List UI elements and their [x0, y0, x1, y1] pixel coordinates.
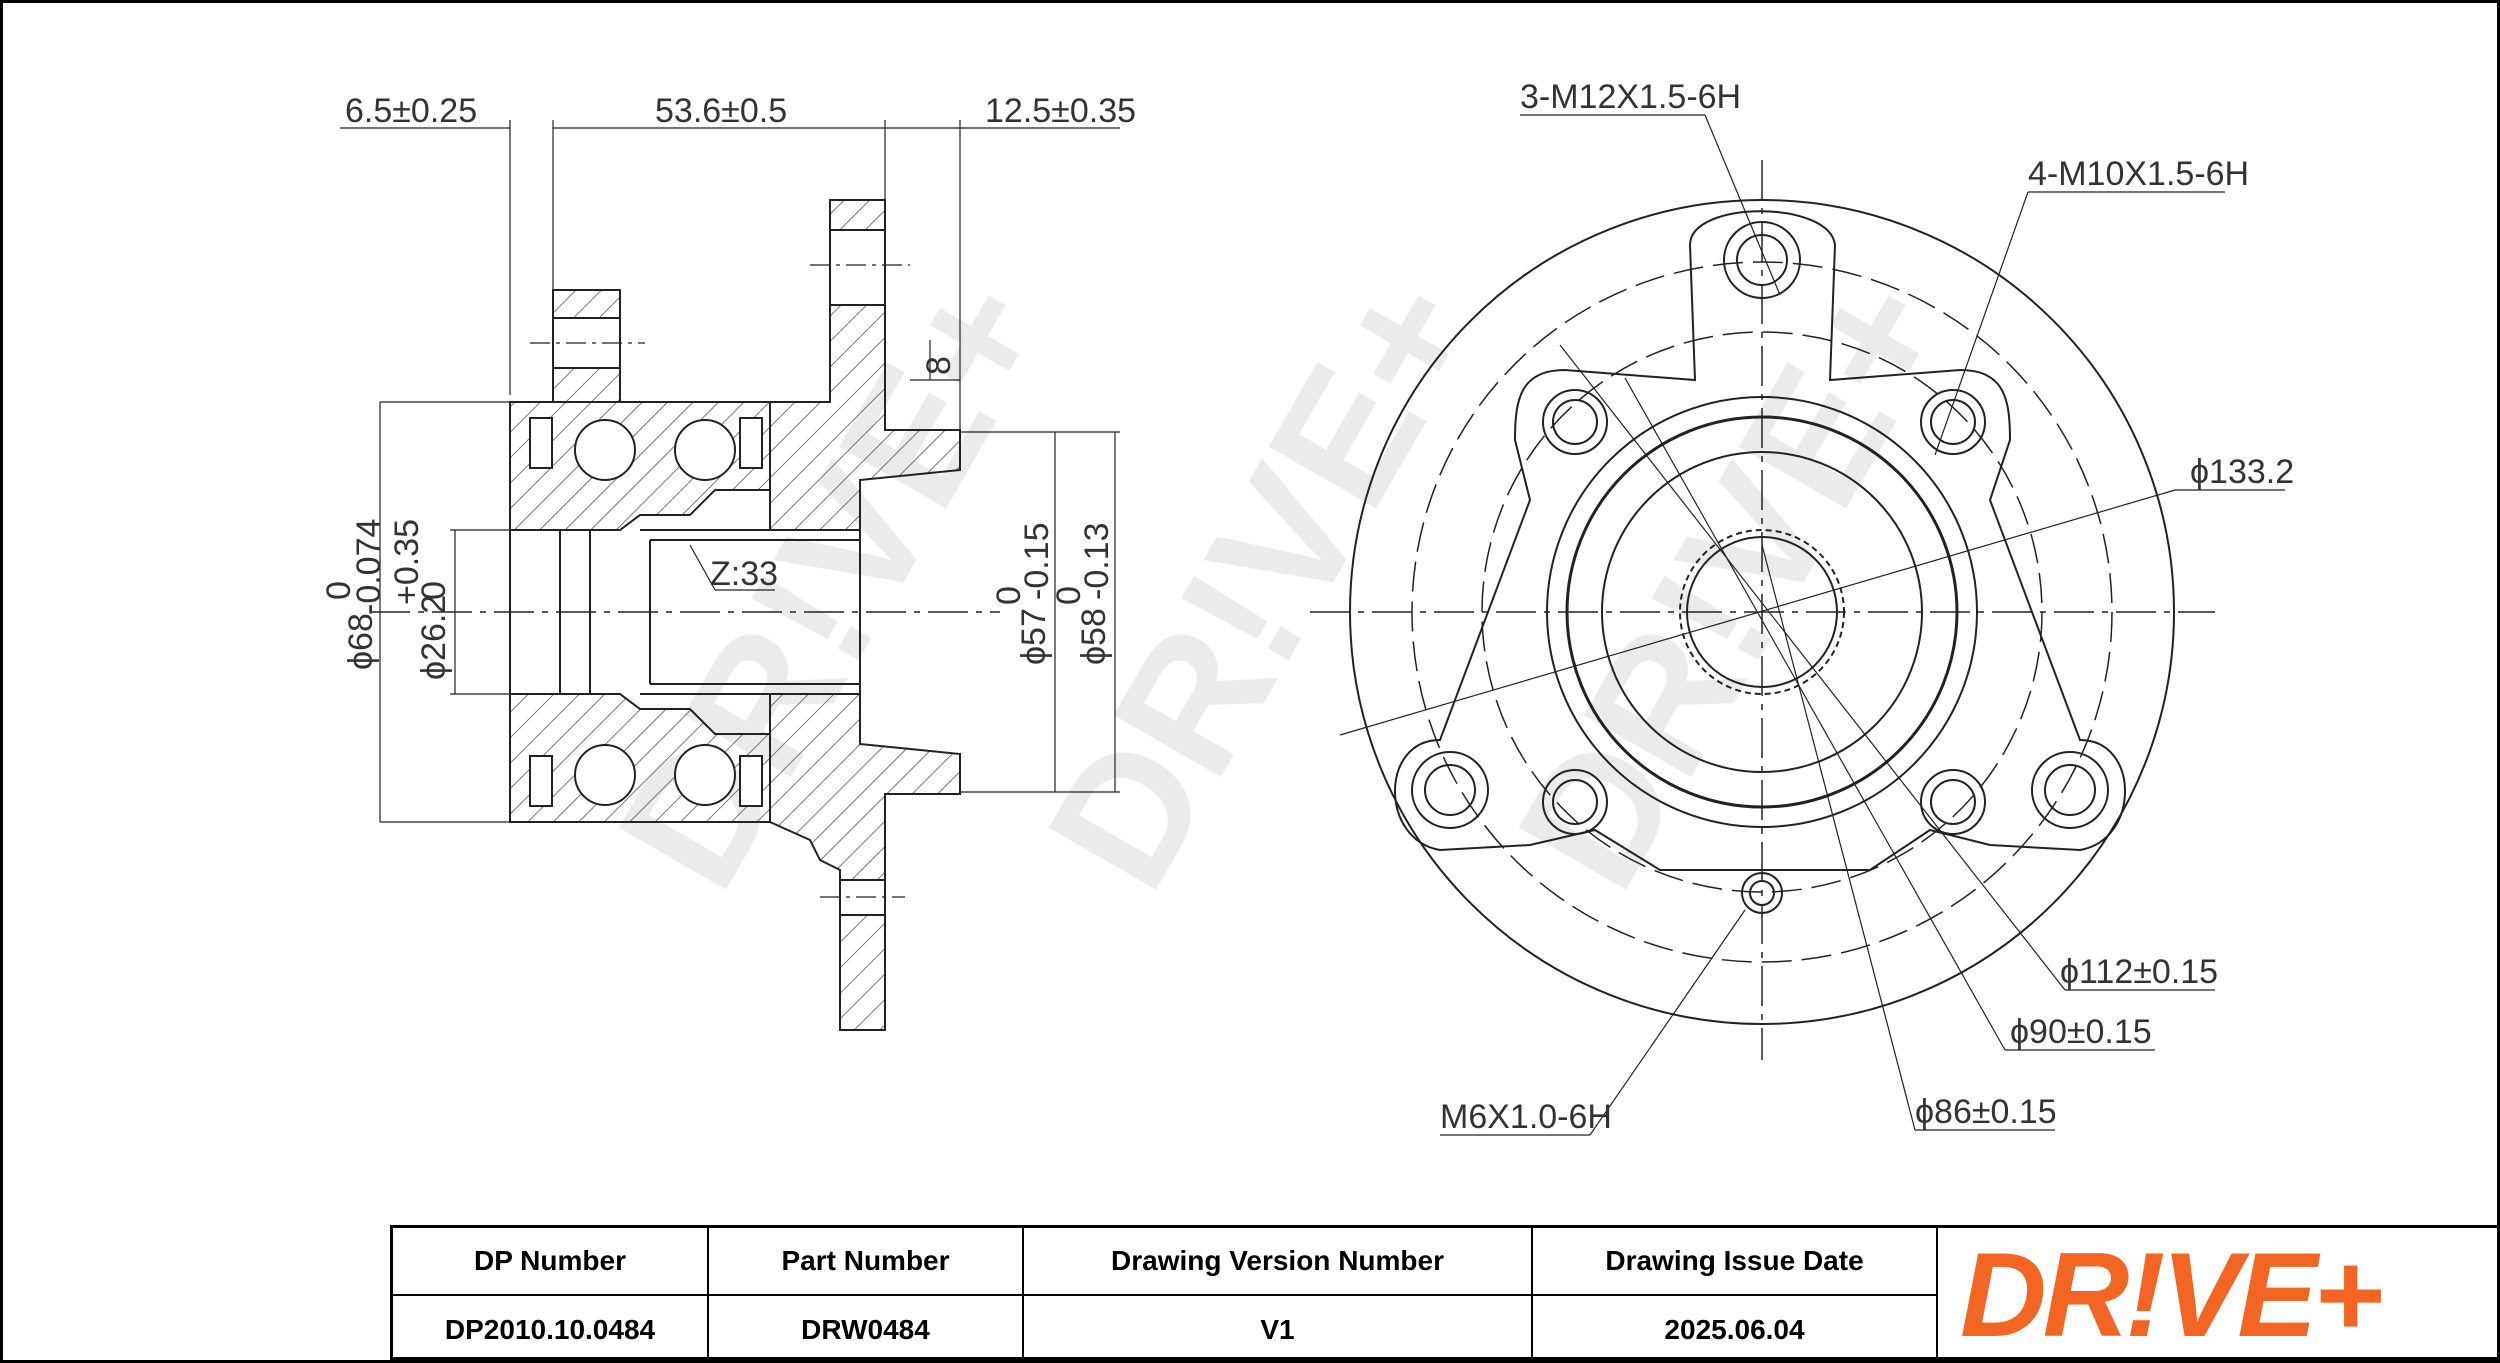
bolt-hole-tl	[1542, 389, 1608, 455]
dia-flange-label: ϕ133.2	[2190, 453, 2294, 491]
hub-flange-upper	[769, 199, 961, 531]
front-view	[1310, 114, 2285, 1136]
thread-3-label: 3-M12X1.5-6H	[1520, 78, 1741, 116]
leader-m12	[1704, 114, 1781, 296]
spline-outer	[1679, 529, 1845, 695]
bore-inner-edge	[509, 529, 561, 695]
brand-logo-mark: DR!VE+	[1960, 1236, 2385, 1356]
header-part-number: Part Number	[709, 1228, 1024, 1296]
seal-lower-left	[529, 755, 553, 807]
lug-hole-right	[2031, 751, 2109, 829]
leader-m6	[1589, 909, 1746, 1136]
side-section-view	[340, 120, 1120, 1031]
bolt-hole-tr	[1920, 389, 1986, 455]
pcd-circle-90	[1481, 331, 2043, 893]
ball-lower-right	[674, 744, 736, 806]
bolt-hole-br	[1920, 769, 1986, 835]
dia-90-label: ϕ90±0.15	[2010, 1013, 2152, 1051]
dia-112-label: ϕ112±0.15	[2060, 953, 2218, 991]
dim-flange-offset: 6.5±0.25	[345, 92, 477, 130]
thread-m6-label: M6X1.0-6H	[1440, 1098, 1612, 1136]
leader-86	[1761, 544, 1916, 1131]
brand-logo: DR!VE+	[1938, 1228, 2500, 1363]
watermark-right: DR!VE+	[1480, 243, 1987, 920]
spline-inner	[1686, 536, 1838, 688]
dim-od-tol-upper: 0	[320, 581, 358, 600]
lug-hole-top	[1723, 221, 1801, 299]
housing-bore-inner	[1565, 415, 1959, 809]
dim-pilot-d58-tol-lower: -0.13	[1078, 523, 1116, 601]
header-drawing-version: Drawing Version Number	[1024, 1228, 1533, 1296]
hub-bore-outline	[640, 529, 861, 695]
value-issue-date: 2025.06.04	[1533, 1296, 1938, 1363]
dim-pilot-d57: ϕ57	[1015, 608, 1053, 665]
ball-lower-left	[574, 744, 636, 806]
header-dp-number: DP Number	[393, 1228, 709, 1296]
dim-pilot-d57-tol-lower: -0.15	[1018, 523, 1056, 601]
lug-hole-left	[1411, 751, 1489, 829]
pcd-circle-112	[1411, 261, 2113, 963]
value-part-number: DRW0484	[709, 1296, 1024, 1363]
hub-pilot	[1601, 451, 1923, 773]
dim-bore-tol-lower: 0	[415, 581, 453, 600]
thread-4-label: 4-M10X1.5-6H	[2028, 155, 2249, 193]
dim-bore-tol-upper: +0.35	[388, 519, 426, 605]
ball-upper-right	[674, 419, 736, 481]
seal-upper-left	[529, 417, 553, 469]
dim-pilot-d58: ϕ58	[1075, 608, 1113, 665]
bearing-housing-outline	[1394, 210, 2126, 871]
dia-86-label: ϕ86±0.15	[1915, 1093, 2057, 1131]
dim-pilot-d58-tol-upper: 0	[1050, 586, 1088, 605]
dim-od: ϕ68	[342, 613, 380, 670]
value-drawing-version: V1	[1024, 1296, 1533, 1363]
flange-bolt-hole-top	[829, 229, 886, 306]
leader-112	[1559, 344, 2066, 991]
ball-upper-left	[574, 419, 636, 481]
dim-pilot: 12.5±0.35	[985, 92, 1136, 130]
leader-m10	[1934, 191, 2029, 456]
dim-width: 53.6±0.5	[655, 92, 787, 130]
brand-logo-text: DR!VE+	[1960, 1236, 2381, 1356]
value-dp-number: DP2010.10.0484	[393, 1296, 709, 1363]
dim-od-tol-lower: -0.074	[350, 519, 388, 615]
header-issue-date: Drawing Issue Date	[1533, 1228, 1938, 1296]
hub-flange-lower	[769, 693, 961, 1031]
dim-bore: ϕ26.2	[415, 595, 453, 680]
bolt-hole-bl	[1542, 769, 1608, 835]
m6-hole	[1741, 872, 1783, 914]
outer-flange-circle	[1349, 199, 2175, 1025]
title-block: DP Number Part Number Drawing Version Nu…	[390, 1225, 2500, 1363]
leader-90	[1624, 377, 2006, 1051]
spline-teeth: Z:33	[710, 555, 778, 593]
seal-upper-right	[739, 417, 763, 469]
housing-bore-outer	[1546, 396, 1978, 828]
seal-lower-right	[739, 755, 763, 807]
dim-8: 8	[920, 356, 958, 375]
dim-pilot-d57-tol-upper: 0	[990, 586, 1028, 605]
